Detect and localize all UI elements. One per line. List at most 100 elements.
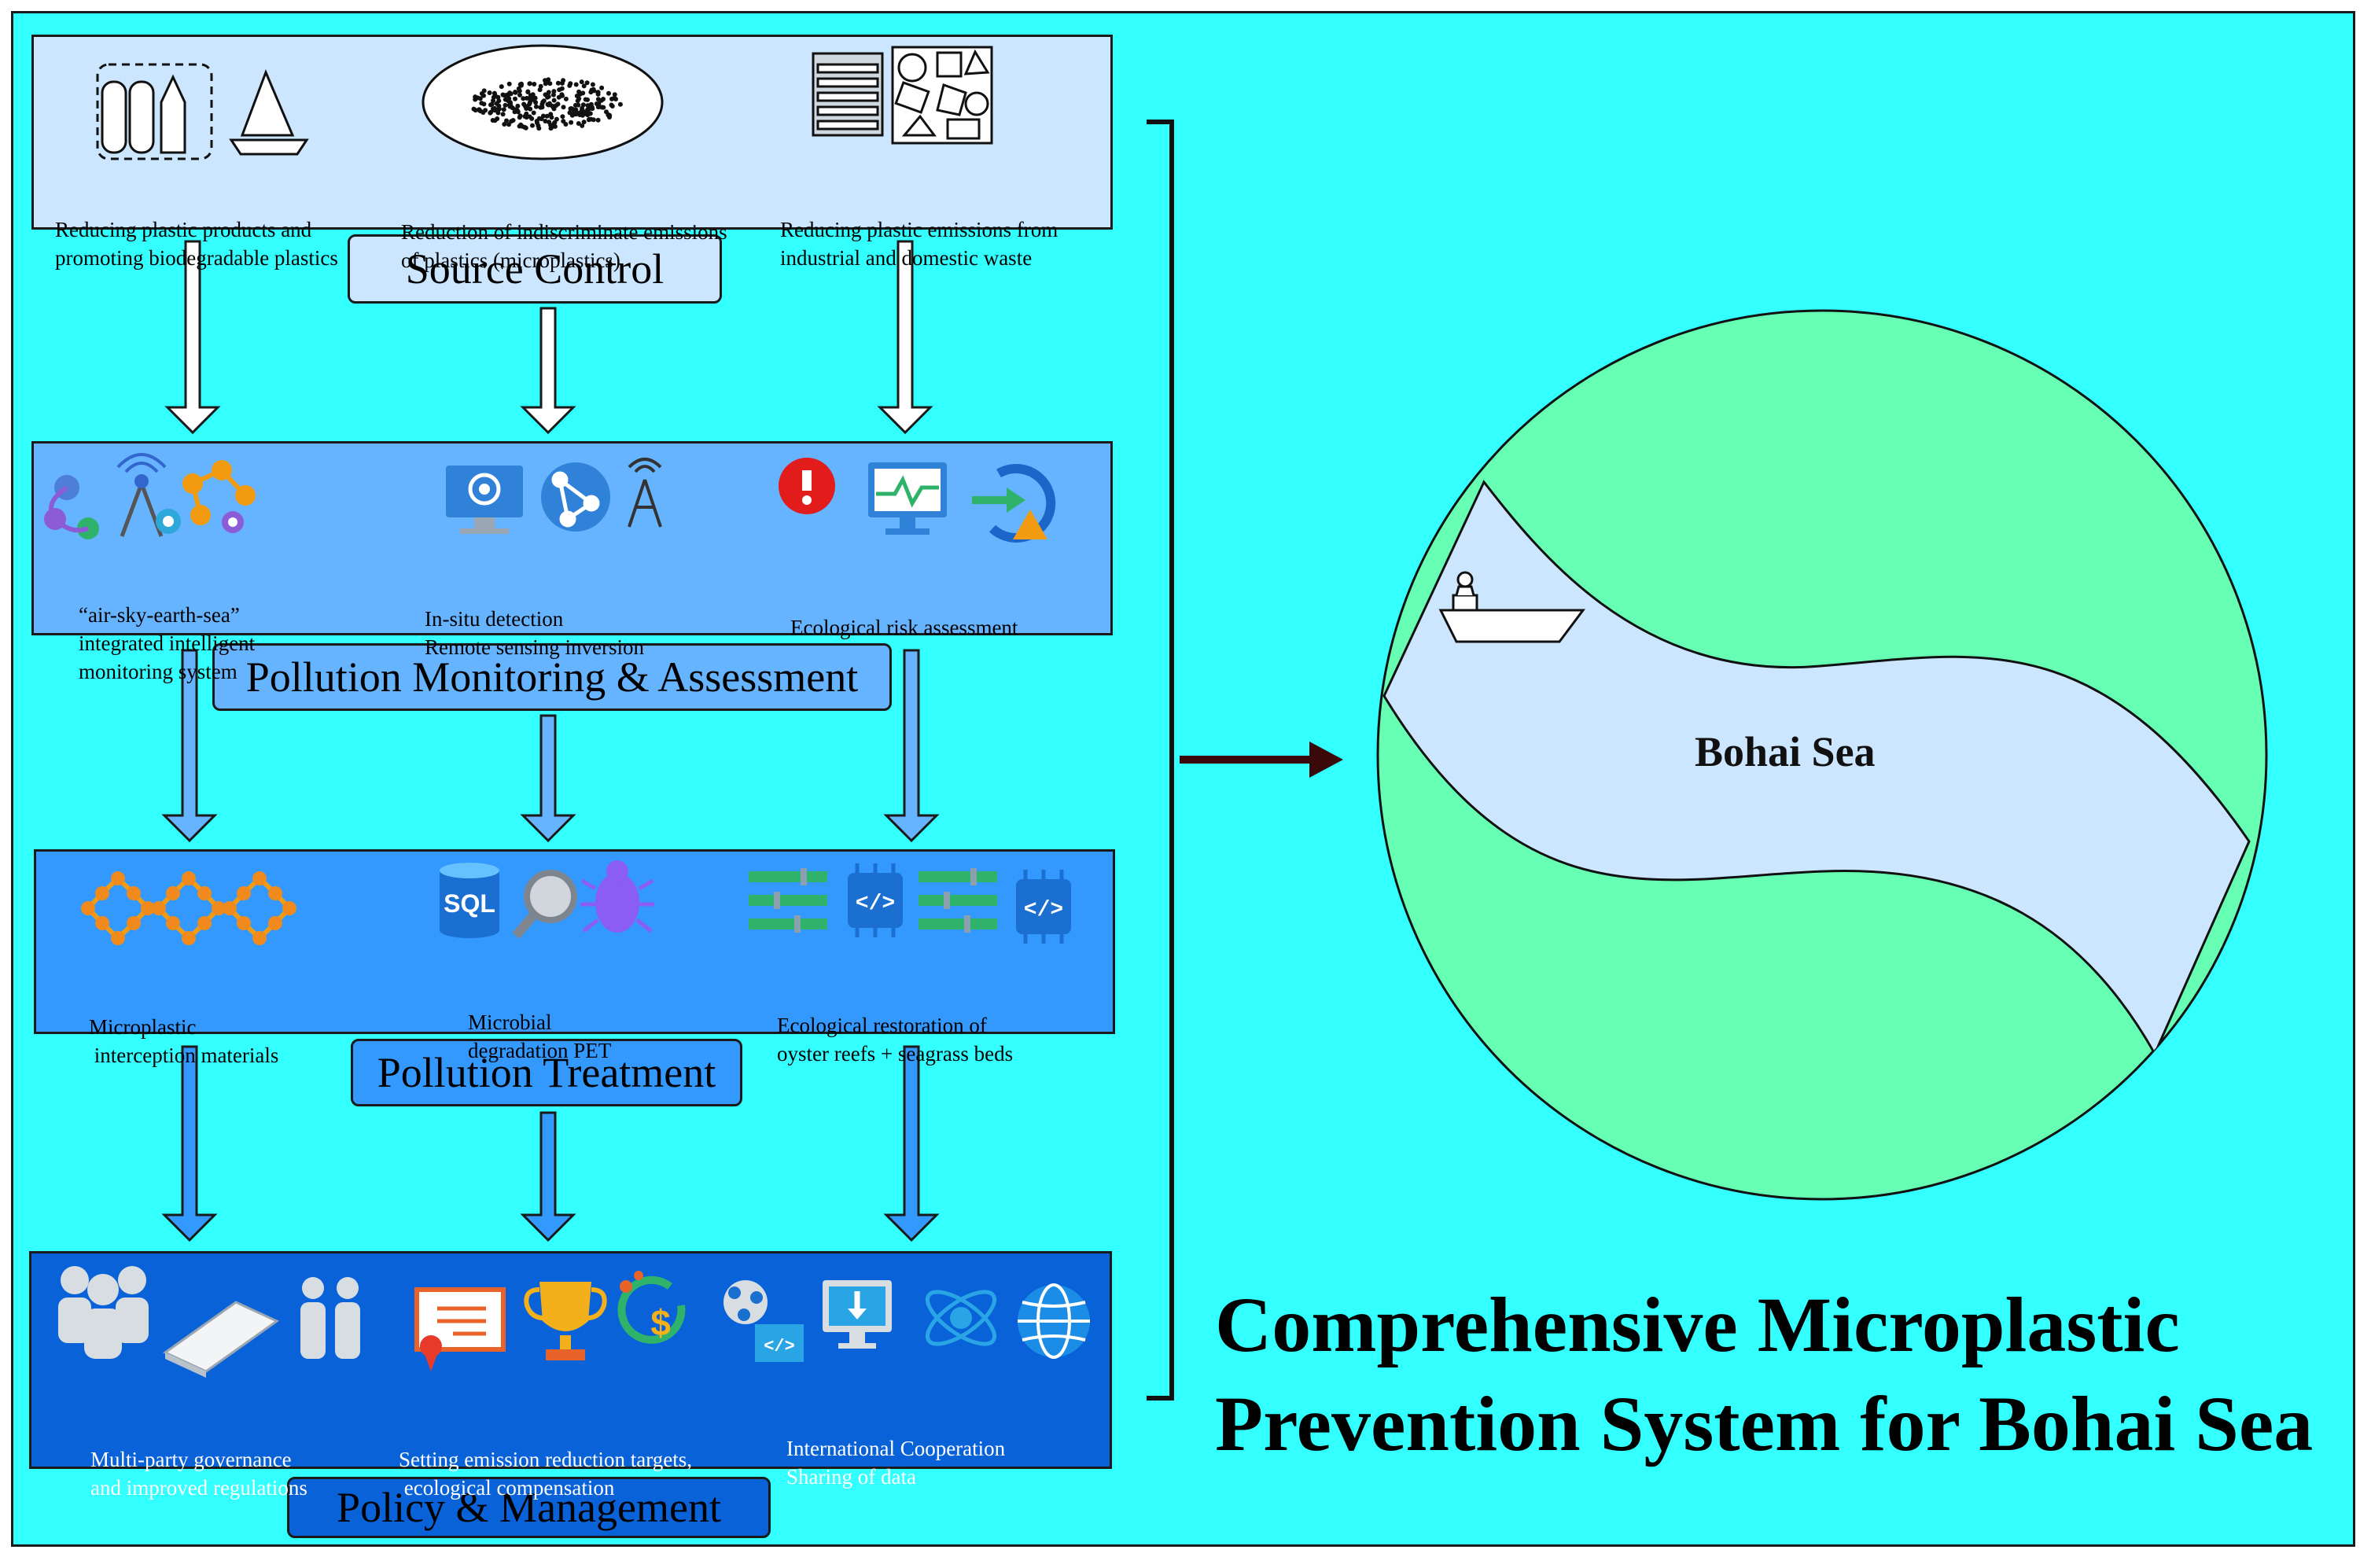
lattice-node	[141, 901, 155, 915]
lattice-node	[282, 901, 296, 915]
particle-dot	[587, 116, 592, 122]
lattice-node	[223, 901, 237, 915]
lattice-node	[95, 886, 109, 900]
source-to-monitoring-arrows	[164, 240, 933, 435]
lattice-node	[127, 886, 141, 900]
particle-dot	[530, 123, 535, 128]
caption-integrated-monitoring: “air-sky-earth-sea”integrated intelligen…	[79, 603, 256, 683]
particle-dot	[546, 94, 551, 99]
particle-dot	[517, 92, 522, 98]
down-arrow	[164, 240, 221, 435]
particle-dot	[569, 120, 574, 125]
particle-dot	[488, 110, 493, 116]
particle-dot	[555, 101, 561, 107]
particle-dot	[563, 96, 569, 101]
particle-dot	[556, 94, 561, 100]
particle-dot	[548, 123, 554, 128]
particle-dot	[500, 112, 506, 117]
particle-dot	[477, 107, 482, 112]
boat-icon	[1438, 571, 1585, 643]
monitoring-label: Pollution Monitoring & Assessment	[212, 643, 892, 711]
particle-dot	[471, 106, 477, 112]
particle-dot	[573, 82, 579, 87]
particle-dot	[527, 81, 532, 86]
particle-dot	[548, 112, 554, 117]
restoration-chip-icon: </> </>	[749, 863, 1071, 944]
particle-dot	[613, 97, 618, 101]
particle-dot	[530, 92, 536, 98]
particle-dot	[551, 98, 557, 103]
lattice-node	[197, 886, 212, 900]
particle-dot	[563, 122, 569, 127]
particle-dot	[492, 93, 498, 98]
dollar-symbol: $	[650, 1302, 671, 1343]
particle-dot	[527, 114, 532, 120]
particle-dot	[506, 122, 511, 127]
particle-dot	[503, 102, 508, 108]
particle-dot	[569, 106, 574, 111]
particle-dot	[533, 100, 539, 105]
particle-dot	[552, 120, 558, 125]
lattice-node	[95, 916, 109, 930]
particle-dot	[555, 80, 561, 86]
caption-interception: Microplastic interception materials	[89, 1015, 279, 1067]
certificate-trophy-icon: $	[414, 1271, 686, 1371]
lattice-node	[237, 886, 251, 900]
particle-dot	[576, 102, 581, 108]
down-arrow	[520, 307, 576, 435]
particle-dot	[551, 89, 557, 94]
down-arrow	[883, 649, 940, 843]
main-title-line-1: Comprehensive Microplastic	[1215, 1281, 2180, 1368]
main-title-line-2: Prevention System for Bohai Sea	[1215, 1380, 2314, 1467]
particle-dot	[487, 90, 492, 95]
particle-dot	[509, 119, 514, 124]
network-monitoring-icon	[44, 453, 256, 539]
down-arrow	[161, 1045, 218, 1242]
particle-dot	[494, 101, 499, 106]
source-control-label: Source Control	[348, 234, 722, 304]
main-title: Comprehensive Microplastic Prevention Sy…	[1215, 1275, 2313, 1474]
treatment-label: Pollution Treatment	[351, 1039, 742, 1106]
lattice-node	[127, 916, 141, 930]
particle-dot	[581, 83, 587, 89]
particle-dot	[506, 81, 512, 86]
lattice-node	[166, 886, 180, 900]
code-symbol: </>	[856, 892, 895, 916]
lattice-node	[166, 916, 180, 930]
particle-dot	[601, 97, 606, 101]
particle-dot	[525, 89, 531, 94]
treatment-to-policy-arrows	[161, 1045, 940, 1242]
lattice-node	[252, 931, 267, 945]
lattice-node	[111, 931, 125, 945]
particle-dot	[513, 96, 517, 101]
particle-dot	[550, 92, 556, 98]
particle-dot	[523, 125, 528, 131]
particle-dot	[579, 79, 584, 85]
down-arrow	[877, 240, 933, 435]
particle-dot	[515, 103, 521, 109]
particle-dot	[580, 105, 585, 111]
particle-dot	[495, 116, 500, 121]
down-arrow	[161, 649, 218, 843]
particle-dot	[517, 123, 522, 129]
particle-dot	[547, 101, 552, 106]
particle-dot	[521, 101, 527, 107]
sql-bug-icon: SQL	[440, 860, 654, 939]
code-symbol: </>	[764, 1337, 795, 1356]
down-arrow	[883, 1045, 940, 1242]
particle-dot	[537, 87, 543, 93]
down-arrow	[520, 714, 576, 843]
particle-dot	[609, 104, 615, 109]
grouping-bracket	[1147, 120, 1174, 1401]
particle-dot	[557, 87, 562, 93]
lattice-node	[268, 916, 282, 930]
people-governance-icon	[58, 1266, 360, 1378]
code-symbol: </>	[1024, 898, 1063, 922]
